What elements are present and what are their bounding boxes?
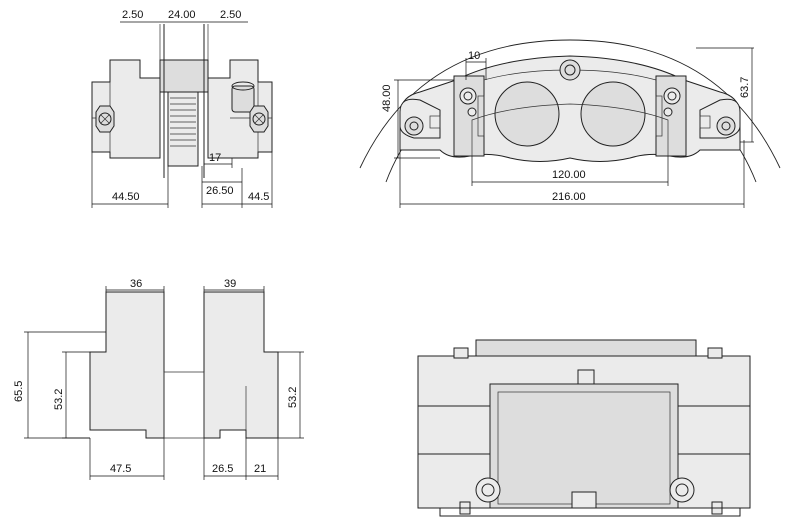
front-piston-right [580,81,646,147]
dim-side-gap: 24.00 [168,9,196,21]
front-caliper-body [399,55,741,162]
top-bridge [475,339,697,357]
dim-section-height-right: 53.2 [287,387,299,408]
section-view: 36 39 65.5 53.2 53.2 47.5 [13,278,304,480]
top-piston-housing [489,383,679,509]
dim-front-bracket-width: 10 [468,50,480,62]
dim-section-height-left: 53.2 [53,389,65,410]
front-left-bracket [453,75,485,157]
side-rotor [159,59,209,93]
dim-section-top-left: 36 [130,278,142,290]
top-left-mount-icon [475,477,501,503]
dim-front-height-left: 48.00 [381,84,393,112]
front-view: 10 48.00 63.7 120.00 216.00 [359,39,781,208]
dim-front-overall-width: 216.00 [552,191,586,203]
dim-side-flange-left: 2.50 [122,9,143,21]
front-piston-left [494,81,560,147]
section-dims: 36 39 65.5 53.2 53.2 47.5 [13,278,304,480]
dim-section-bottom-right: 21 [254,463,266,475]
front-left-mount-icon [399,98,441,139]
dim-side-inner-right-a: 26.50 [206,185,234,197]
side-right-bolt-icon [249,105,269,133]
side-view: 2.50 24.00 2.50 44.50 17 26.50 44.5 [91,9,273,208]
front-top-bolt-icon [559,59,581,81]
dim-side-flange-right: 2.50 [220,9,241,21]
side-left-bolt-icon [95,105,115,133]
side-left-housing [91,59,161,159]
top-right-mount-icon [669,477,695,503]
section-right-half [203,291,279,439]
dim-section-bottom-mid: 26.5 [212,463,233,475]
section-left-half [89,291,165,439]
dim-side-piston-offset: 17 [209,152,221,164]
side-dims-bottom: 44.50 17 26.50 44.5 [91,152,273,208]
dim-front-height-right: 63.7 [739,77,751,98]
side-dims-top: 2.50 24.00 2.50 [120,9,248,23]
dim-section-bottom-left: 47.5 [110,463,131,475]
side-piston-cap [231,81,255,113]
front-right-mount-icon [699,98,741,139]
side-rotor-hub [167,91,199,167]
side-rotor-teeth [170,97,196,147]
front-dims: 10 48.00 63.7 120.00 216.00 [381,47,754,208]
top-view [417,339,751,517]
dim-side-inner-left: 44.50 [112,191,140,203]
dim-section-height-outer: 65.5 [13,381,25,402]
front-pad-outline [471,103,669,156]
dim-front-pad-width: 120.00 [552,169,586,181]
front-right-bracket [655,75,687,157]
dim-side-inner-right-b: 44.5 [248,191,269,203]
dim-section-top-right: 39 [224,278,236,290]
